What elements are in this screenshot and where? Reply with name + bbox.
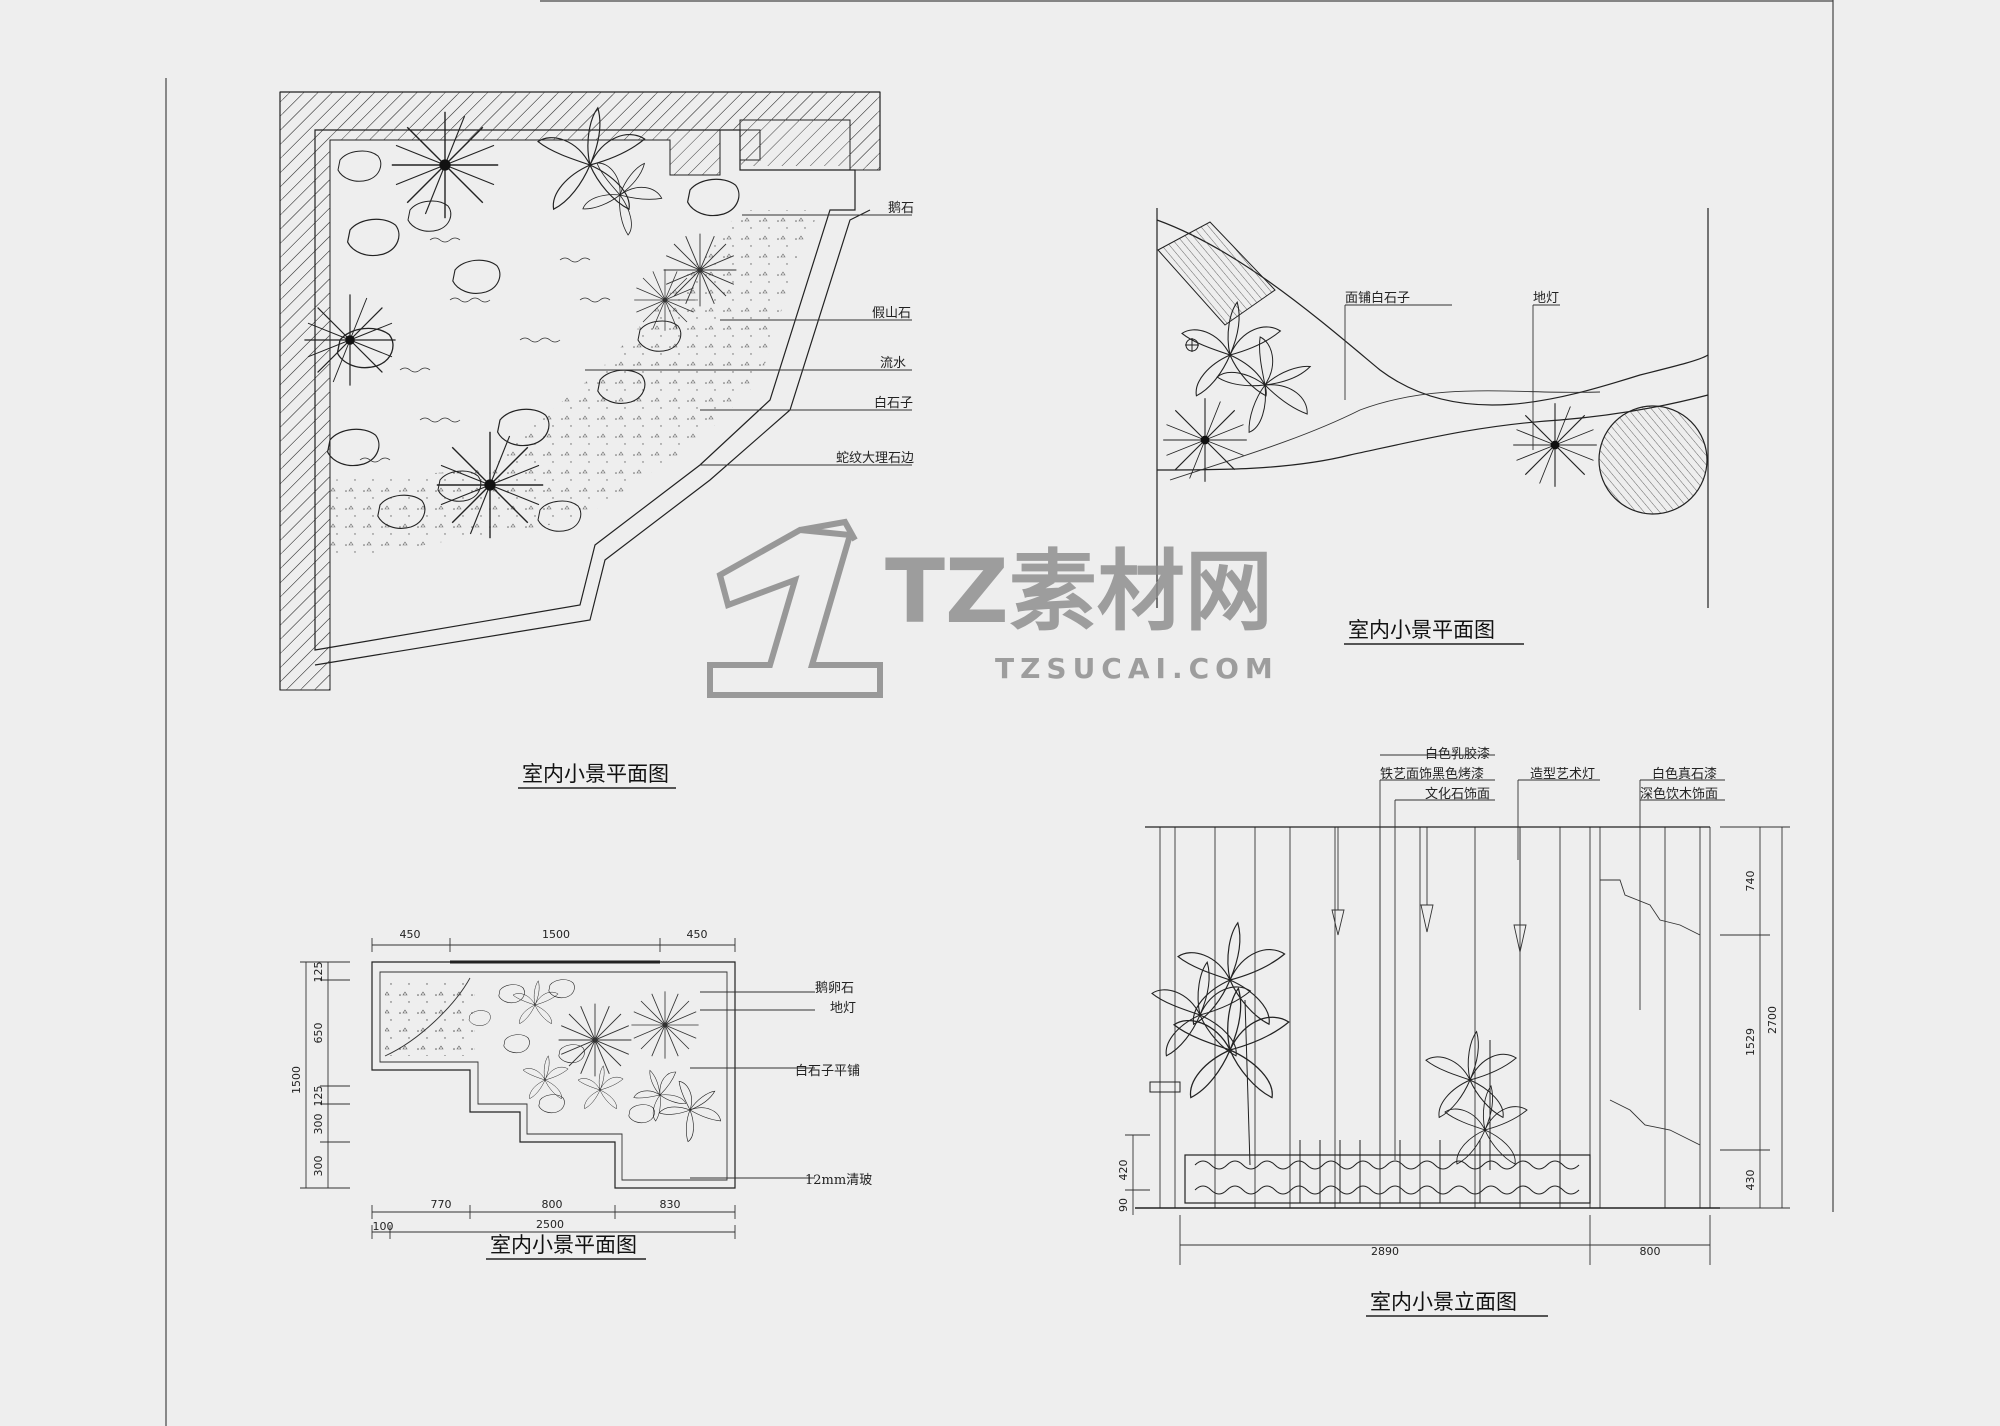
plan-1-label-4: 白石子 [874, 395, 913, 411]
elevation-label-3: 文化石饰面 [1425, 787, 1490, 802]
plan-1-label-5: 蛇纹大理石边 [836, 451, 914, 466]
plan-3-dim-left-2: 650 [312, 1023, 325, 1044]
plan-3-dim-bottom-2: 800 [542, 1198, 563, 1211]
elevation-label-4: 造型艺术灯 [1530, 767, 1595, 782]
watermark-brand: TZ素材网 [885, 540, 1273, 643]
plan-2-label-2: 地灯 [1533, 291, 1559, 306]
elevation-dim-right-total: 2700 [1766, 1006, 1779, 1034]
plan-3-label-2: 地灯 [830, 1001, 856, 1016]
plan-3-dimensions: 450 1500 450 770 800 830 100 2500 125 65… [290, 928, 708, 1233]
plan-3-dim-top-1: 450 [400, 928, 421, 941]
sheet-frame [165, 0, 1834, 1426]
elevation-dimensions: 740 1529 430 2700 420 90 2890 800 [1117, 871, 1779, 1259]
plan-3-dim-top-2: 1500 [542, 928, 570, 941]
watermark: TZ素材网 TZSUCAI.COM [707, 518, 1279, 698]
plan-1-labels: 鹅石 假山石 流水 白石子 蛇纹大理石边 [836, 200, 914, 466]
elevation-dim-left-1: 420 [1117, 1160, 1130, 1181]
elevation-labels: 白色乳胶漆 铁艺面饰黑色烤漆 文化石饰面 造型艺术灯 白色真石漆 深色饮木饰面 [1380, 746, 1718, 802]
elevation-dim-bottom-2: 800 [1640, 1245, 1661, 1258]
plan-2-labels: 面铺白石子 地灯 [1345, 290, 1559, 306]
plan-1-drawing [279, 91, 912, 691]
plan-3-label-3: 白石子平铺 [795, 1063, 860, 1079]
elevation-dim-right-2: 1529 [1744, 1028, 1757, 1056]
watermark-logo [707, 518, 883, 698]
plan-2-label-1: 面铺白石子 [1345, 290, 1410, 306]
water-ripples [359, 237, 611, 463]
plan-2-title: 室内小景平面图 [1348, 618, 1495, 642]
elevation-label-5: 白色真石漆 [1652, 766, 1717, 782]
elevation-label-6: 深色饮木饰面 [1640, 786, 1718, 802]
plan-3-label-4: 12mm清玻 [805, 1173, 872, 1188]
watermark-url: TZSUCAI.COM [995, 652, 1279, 685]
plan-1-label-3: 流水 [880, 356, 906, 371]
elevation-dim-right-1: 740 [1744, 871, 1757, 892]
elevation-title: 室内小景立面图 [1370, 1290, 1517, 1314]
plan-3-dim-left-total: 1500 [290, 1066, 303, 1094]
plan-1-label-2: 假山石 [872, 306, 911, 321]
plan-3-dim-left-5: 300 [312, 1156, 325, 1177]
plan-3-dim-top-3: 450 [687, 928, 708, 941]
elevation-drawing [1125, 754, 1790, 1265]
railing-ornament [1194, 1160, 1580, 1195]
plan-3-labels: 鹅卵石 地灯 白石子平铺 12mm清玻 [795, 980, 872, 1188]
elevation-dim-bottom-1: 2890 [1371, 1245, 1399, 1258]
plan-3-dim-bottom-1: 770 [431, 1198, 452, 1211]
plan-3-dim-total-1: 100 [373, 1220, 394, 1233]
plan-3-dim-left-1: 125 [312, 962, 325, 983]
plan-1-label-1: 鹅石 [888, 200, 914, 216]
elevation-dim-left-2: 90 [1117, 1198, 1130, 1212]
plan-1-title: 室内小景平面图 [522, 762, 669, 786]
plan-3-dim-total-2: 2500 [536, 1218, 564, 1231]
plan-2-drawing [1156, 208, 1709, 608]
elevation-dim-right-3: 430 [1744, 1170, 1757, 1191]
plan-3-drawing [300, 938, 815, 1239]
plan-3-dim-bottom-3: 830 [660, 1198, 681, 1211]
elevation-label-1: 白色乳胶漆 [1425, 746, 1490, 762]
plan-3-dim-left-3: 125 [312, 1086, 325, 1107]
plan-3-title: 室内小景平面图 [490, 1233, 637, 1257]
elevation-label-2: 铁艺面饰黑色烤漆 [1380, 766, 1484, 782]
plan-3-dim-left-4: 300 [312, 1114, 325, 1135]
plan-3-label-1: 鹅卵石 [815, 980, 854, 996]
